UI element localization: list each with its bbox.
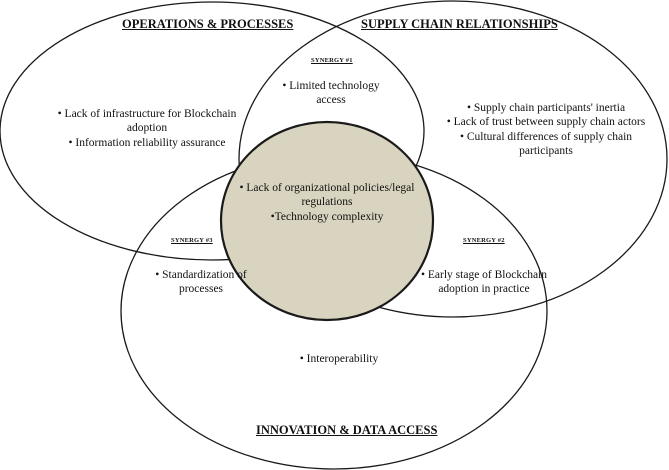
list-item: adoption [126, 122, 168, 135]
list-item: participants [519, 145, 573, 158]
supply-chain-circle [238, 0, 668, 318]
innovation-items: • Interoperability [259, 352, 419, 366]
list-item: adoption in practice [438, 283, 530, 296]
list-item: • Lack of organizational policies/legal [239, 182, 415, 194]
supply-chain-items: • Supply chain participants' inertia • L… [424, 101, 668, 159]
list-item: • Cultural differences of supply chain [459, 130, 633, 143]
innovation-title: INNOVATION & DATA ACCESS [256, 423, 438, 437]
list-item: access [316, 94, 346, 107]
list-item: regulations [301, 196, 353, 209]
synergy-3-label: SYNERGY #3 [171, 237, 213, 244]
operations-title: OPERATIONS & PROCESSES [122, 17, 294, 31]
synergy-1-label: SYNERGY #1 [311, 57, 353, 64]
list-item: • Interoperability [299, 353, 379, 365]
list-item: processes [178, 283, 224, 296]
list-item: • Standardization of [155, 269, 247, 281]
synergy-3-items: • Standardization of processes [131, 268, 271, 297]
list-item: • Early stage of Blockchain [420, 269, 547, 281]
list-item: • Lack of infrastructure for Blockchain [57, 108, 237, 120]
list-item: •Technology complexity [270, 210, 384, 223]
center-ellipse [219, 120, 435, 322]
synergy-2-items: • Early stage of Blockchain adoption in … [404, 268, 564, 297]
center-items: • Lack of organizational policies/legal … [232, 181, 422, 224]
list-item: • Information reliability assurance [68, 136, 226, 149]
operations-items: • Lack of infrastructure for Blockchain … [22, 107, 272, 150]
list-item: • Lack of trust between supply chain act… [446, 116, 646, 129]
list-item: • Limited technology [282, 80, 380, 92]
operations-circle [0, 1, 425, 261]
synergy-1-items: • Limited technology access [261, 79, 401, 108]
list-item: • Supply chain participants' inertia [466, 102, 626, 114]
synergy-2-label: SYNERGY #2 [463, 237, 505, 244]
supply-chain-title: SUPPLY CHAIN RELATIONSHIPS [361, 17, 558, 31]
